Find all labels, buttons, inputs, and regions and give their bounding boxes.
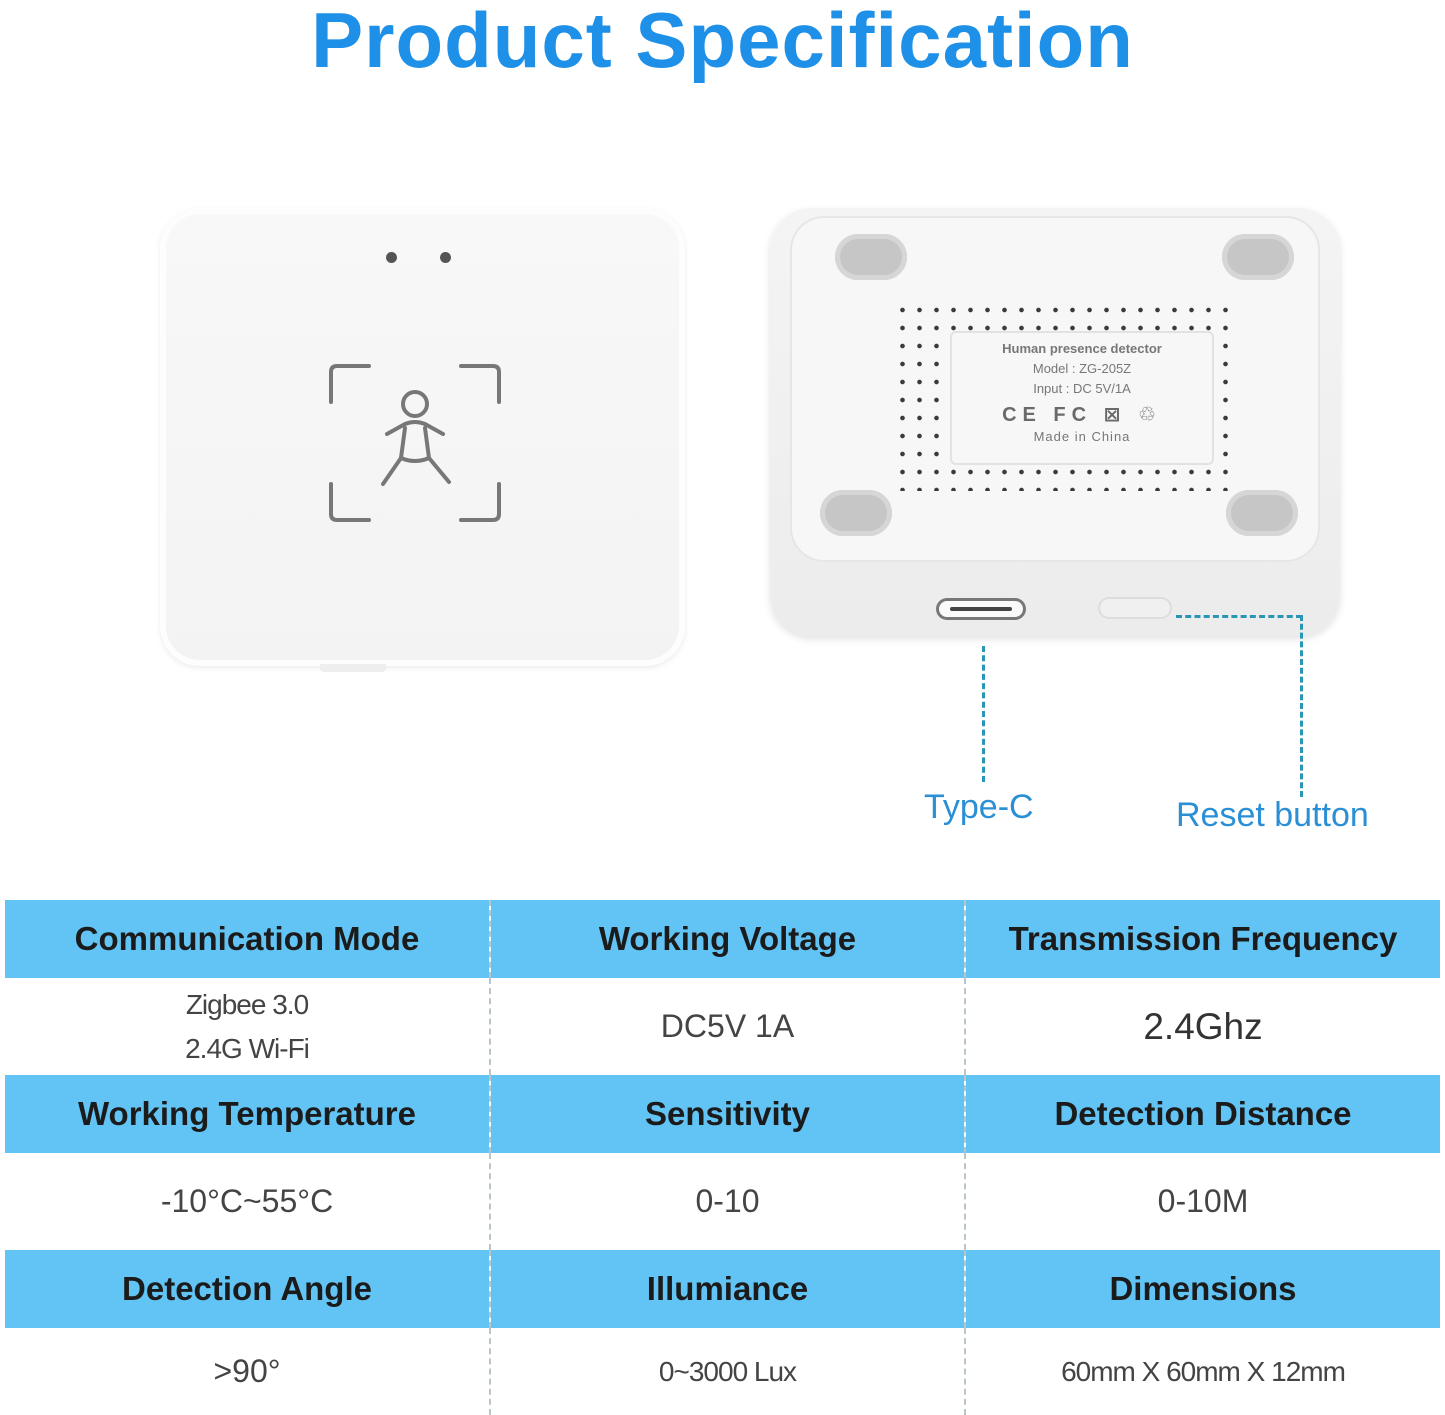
spec-header: Communication Mode [5, 900, 491, 979]
certification-marks-icon: CE FC ⊠ ♲ [1002, 404, 1162, 426]
spec-table: Communication Mode Working Voltage Trans… [5, 900, 1440, 1415]
rubber-foot [835, 234, 907, 280]
spec-header: Working Voltage [490, 900, 966, 979]
spec-header: Transmission Frequency [965, 900, 1440, 979]
spec-value: >90° [5, 1328, 491, 1415]
indicator-led-right [440, 252, 451, 263]
spec-value: 2.4Ghz [965, 978, 1440, 1076]
device-front-image [160, 208, 685, 672]
device-tab [320, 664, 386, 672]
rubber-foot [1226, 490, 1298, 536]
spec-value-row: >90° 0~3000 Lux 60mm X 60mm X 12mm [5, 1328, 1440, 1415]
rubber-foot [820, 490, 892, 536]
spec-value-row: Zigbee 3.0 2.4G Wi-Fi DC5V 1A 2.4Ghz [5, 978, 1440, 1076]
rubber-foot [1222, 234, 1294, 280]
label-device-name: Human presence detector [1002, 341, 1162, 356]
device-label: Human presence detector Model : ZG-205Z … [950, 331, 1214, 465]
indicator-led-left [386, 252, 397, 263]
spec-header: Sensitivity [490, 1075, 966, 1154]
spec-value: 0-10M [965, 1153, 1440, 1251]
reset-button-callout: Reset button [1176, 796, 1369, 834]
reset-button-visual [1098, 597, 1172, 619]
spec-header-row: Detection Angle Illumiance Dimensions [5, 1250, 1440, 1329]
spec-header: Detection Distance [965, 1075, 1440, 1154]
label-input: Input : DC 5V/1A [1033, 381, 1131, 396]
reset-pointer-line-vertical [1300, 615, 1303, 797]
spec-header: Working Temperature [5, 1075, 491, 1154]
spec-value: DC5V 1A [490, 978, 966, 1076]
spec-header: Dimensions [965, 1250, 1440, 1329]
reset-pointer-line-horizontal [1176, 615, 1302, 618]
spec-value-line: Zigbee 3.0 [185, 988, 309, 1020]
spec-header: Illumiance [490, 1250, 966, 1329]
spec-value: 60mm X 60mm X 12mm [965, 1328, 1440, 1415]
type-c-pointer-line [982, 646, 985, 782]
label-model: Model : ZG-205Z [1032, 361, 1132, 376]
device-back-image: Human presence detector Model : ZG-205Z … [770, 208, 1340, 636]
page-title: Product Specification [311, 0, 1134, 84]
spec-value-row: -10°C~55°C 0-10 0-10M [5, 1153, 1440, 1251]
spec-value: Zigbee 3.0 2.4G Wi-Fi [5, 978, 491, 1076]
device-back-plate: Human presence detector Model : ZG-205Z … [790, 216, 1320, 562]
type-c-callout: Type-C [924, 788, 1034, 826]
spec-header-row: Working Temperature Sensitivity Detectio… [5, 1075, 1440, 1154]
spec-header-row: Communication Mode Working Voltage Trans… [5, 900, 1440, 979]
usb-c-port [936, 598, 1026, 620]
spec-value: -10°C~55°C [5, 1153, 491, 1251]
spec-value-line: 2.4G Wi-Fi [185, 1032, 310, 1064]
spec-value: 0-10 [490, 1153, 966, 1251]
label-origin: Made in China [1033, 429, 1131, 444]
spec-value: 0~3000 Lux [490, 1328, 966, 1415]
presence-person-icon [329, 364, 501, 522]
spec-header: Detection Angle [5, 1250, 491, 1329]
